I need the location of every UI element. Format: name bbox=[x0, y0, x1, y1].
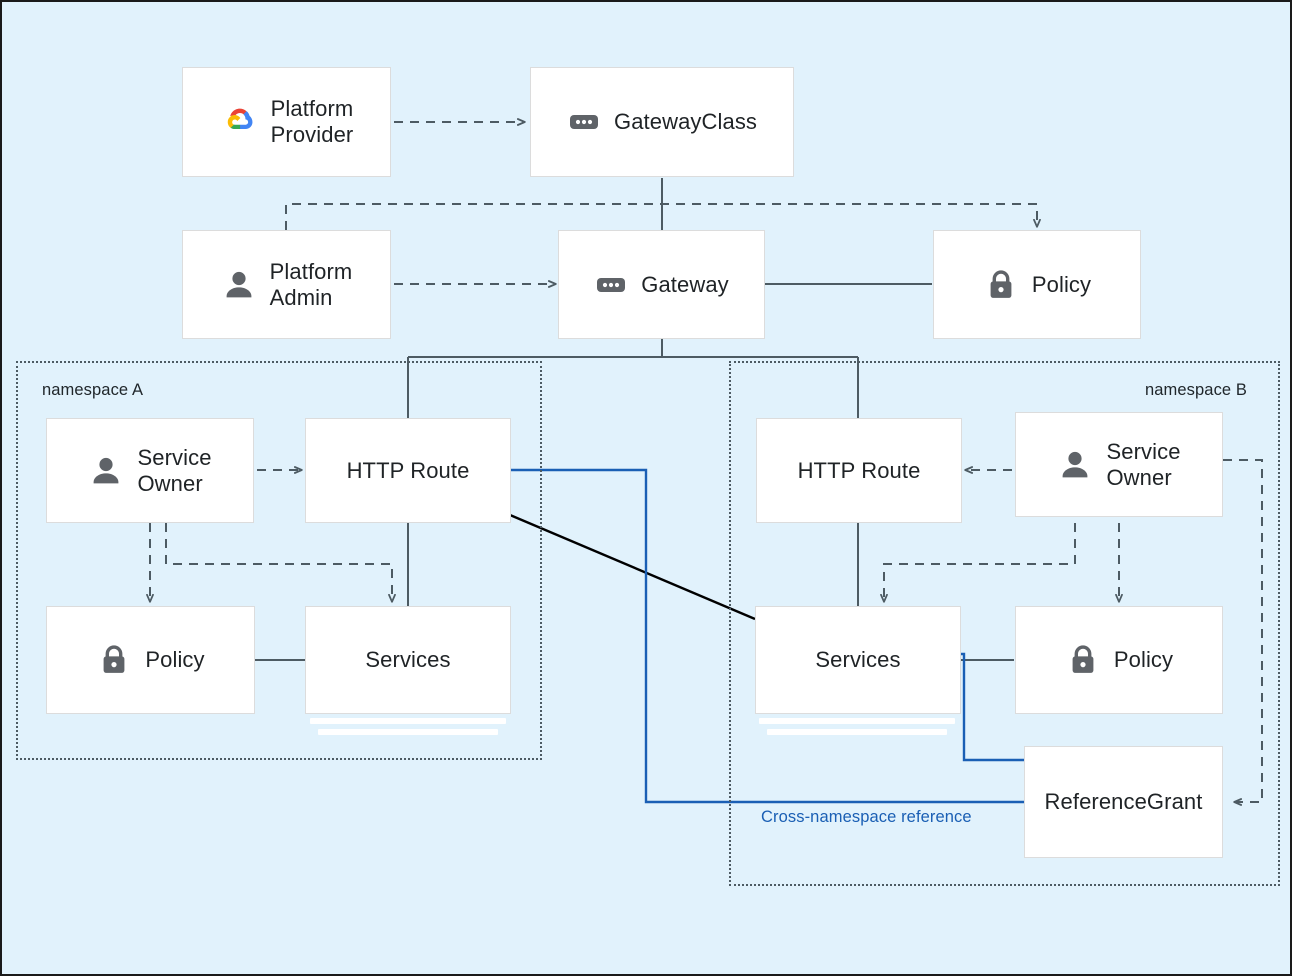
lock-icon bbox=[1065, 642, 1101, 678]
node-policy-b[interactable]: Policy bbox=[1015, 606, 1223, 714]
node-gateway-class[interactable]: GatewayClass bbox=[530, 67, 794, 177]
node-reference-grant[interactable]: ReferenceGrant bbox=[1024, 746, 1223, 858]
gateway-icon bbox=[594, 268, 628, 302]
node-platform-admin[interactable]: Platform Admin bbox=[182, 230, 391, 339]
node-label: HTTP Route bbox=[346, 457, 470, 483]
person-icon bbox=[1057, 447, 1093, 483]
node-services-b[interactable]: Services bbox=[755, 606, 961, 714]
google-cloud-logo-icon bbox=[220, 103, 258, 141]
node-platform-provider[interactable]: Platform Provider bbox=[182, 67, 391, 177]
lock-icon bbox=[96, 642, 132, 678]
edge-admin-to-policy bbox=[285, 203, 1041, 230]
namespace-b-label: namespace B bbox=[1145, 381, 1247, 399]
node-label: Services bbox=[815, 647, 901, 673]
node-label: Policy bbox=[145, 647, 205, 673]
node-policy-a[interactable]: Policy bbox=[46, 606, 255, 714]
node-label: Platform Admin bbox=[269, 258, 353, 310]
namespace-a-label: namespace A bbox=[42, 381, 144, 399]
node-http-route-a[interactable]: HTTP Route bbox=[305, 418, 511, 523]
gateway-class-icon bbox=[567, 105, 601, 139]
lock-icon bbox=[983, 267, 1019, 303]
services-a-stack-layer-2 bbox=[318, 729, 498, 735]
person-icon bbox=[221, 267, 257, 303]
node-policy-top[interactable]: Policy bbox=[933, 230, 1141, 339]
node-label: Gateway bbox=[641, 271, 729, 297]
node-label: ReferenceGrant bbox=[1044, 789, 1203, 815]
node-label: HTTP Route bbox=[797, 457, 921, 483]
node-services-a[interactable]: Services bbox=[305, 606, 511, 714]
cross-namespace-reference-label: Cross-namespace reference bbox=[761, 808, 972, 826]
namespace-b-container bbox=[729, 361, 1280, 886]
node-label: Policy bbox=[1113, 647, 1174, 673]
edge-gateway-to-routes bbox=[408, 338, 858, 358]
node-label: GatewayClass bbox=[613, 109, 758, 135]
node-label: Platform Provider bbox=[270, 96, 354, 147]
node-gateway[interactable]: Gateway bbox=[558, 230, 765, 339]
person-icon bbox=[88, 453, 124, 489]
node-label: Policy bbox=[1031, 271, 1092, 297]
services-b-stack-layer-1 bbox=[759, 718, 955, 724]
services-a-stack-layer-1 bbox=[310, 718, 506, 724]
node-service-owner-b[interactable]: Service Owner bbox=[1015, 412, 1223, 517]
node-http-route-b[interactable]: HTTP Route bbox=[756, 418, 962, 523]
edge-httproute-a-to-services-b bbox=[509, 513, 756, 621]
namespace-a-container bbox=[16, 361, 542, 760]
services-b-stack-layer-2 bbox=[767, 729, 947, 735]
node-label: Service Owner bbox=[1106, 438, 1181, 490]
node-label: Service Owner bbox=[137, 444, 212, 496]
node-label: Services bbox=[365, 647, 451, 673]
node-service-owner-a[interactable]: Service Owner bbox=[46, 418, 254, 523]
